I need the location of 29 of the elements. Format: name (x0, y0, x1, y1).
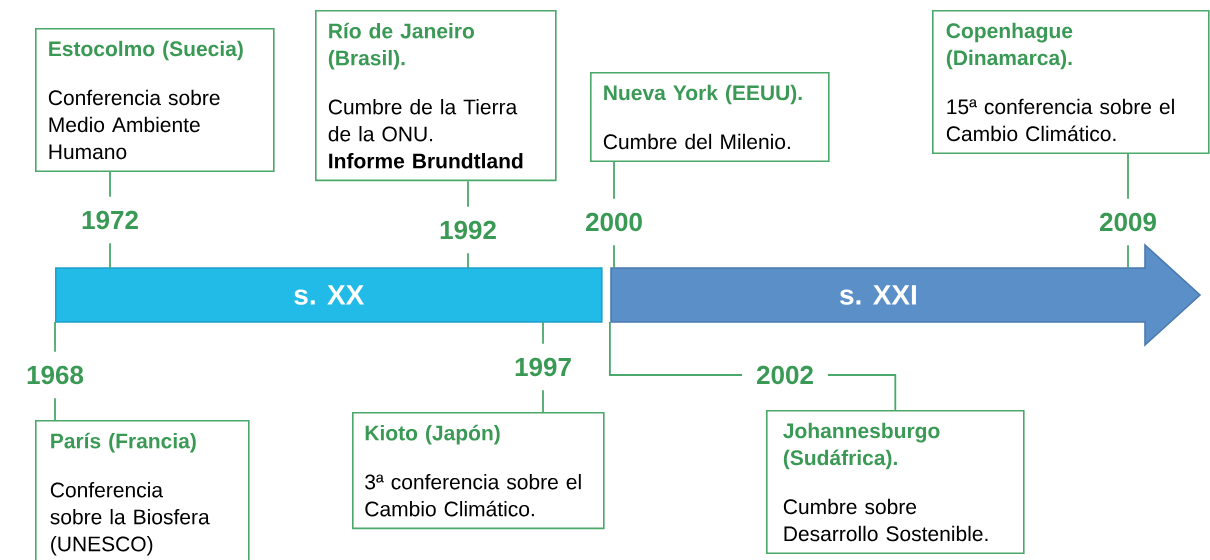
connector-line (109, 242, 111, 269)
connector-line (542, 321, 544, 345)
connector-line (542, 389, 544, 413)
connector-line (1127, 244, 1129, 269)
connector-line (827, 374, 897, 411)
event-box: Copenhague (Dinamarca). 15ª conferencia sobre el Cambio Climático. (932, 10, 1210, 154)
connector-line (1127, 153, 1129, 200)
event-box: Kioto (Japón) 3ª conferencia sobre el Cambio Climático. (352, 412, 605, 530)
event-box: Johannesburgo (Sudáfrica). Cumbre sobre Desarrollo Sostenible. (766, 410, 1025, 554)
connector-line (54, 397, 56, 421)
year-label: 1992 (440, 220, 496, 240)
century-bar: s. XX (55, 267, 603, 323)
connector-line (467, 252, 469, 269)
event-box: Estocolmo (Suecia) Conferencia sobre Medio Ambiente Humano (35, 28, 275, 172)
connector-line (54, 321, 56, 353)
year-label: 2009 (1100, 212, 1156, 232)
event-box: Río de Janeiro (Brasil). Cumbre de la Tierra de la ONU. Informe Brundtland (315, 10, 557, 182)
event-box: París (Francia) Conferencia sobre la Biosfera (UNESCO) (35, 420, 250, 560)
year-label: 1968 (27, 365, 84, 385)
connector-line (613, 244, 615, 269)
year-label: 1972 (82, 210, 138, 230)
year-label: 2002 (757, 365, 813, 385)
connector-line (467, 180, 469, 208)
event-box: Nueva York (EEUU). Cumbre del Milenio. (590, 72, 830, 162)
year-label: 2000 (586, 212, 642, 232)
connector-line (613, 161, 615, 200)
connector-line (109, 171, 111, 198)
connector-line (609, 321, 743, 376)
year-label: 1997 (515, 357, 571, 377)
